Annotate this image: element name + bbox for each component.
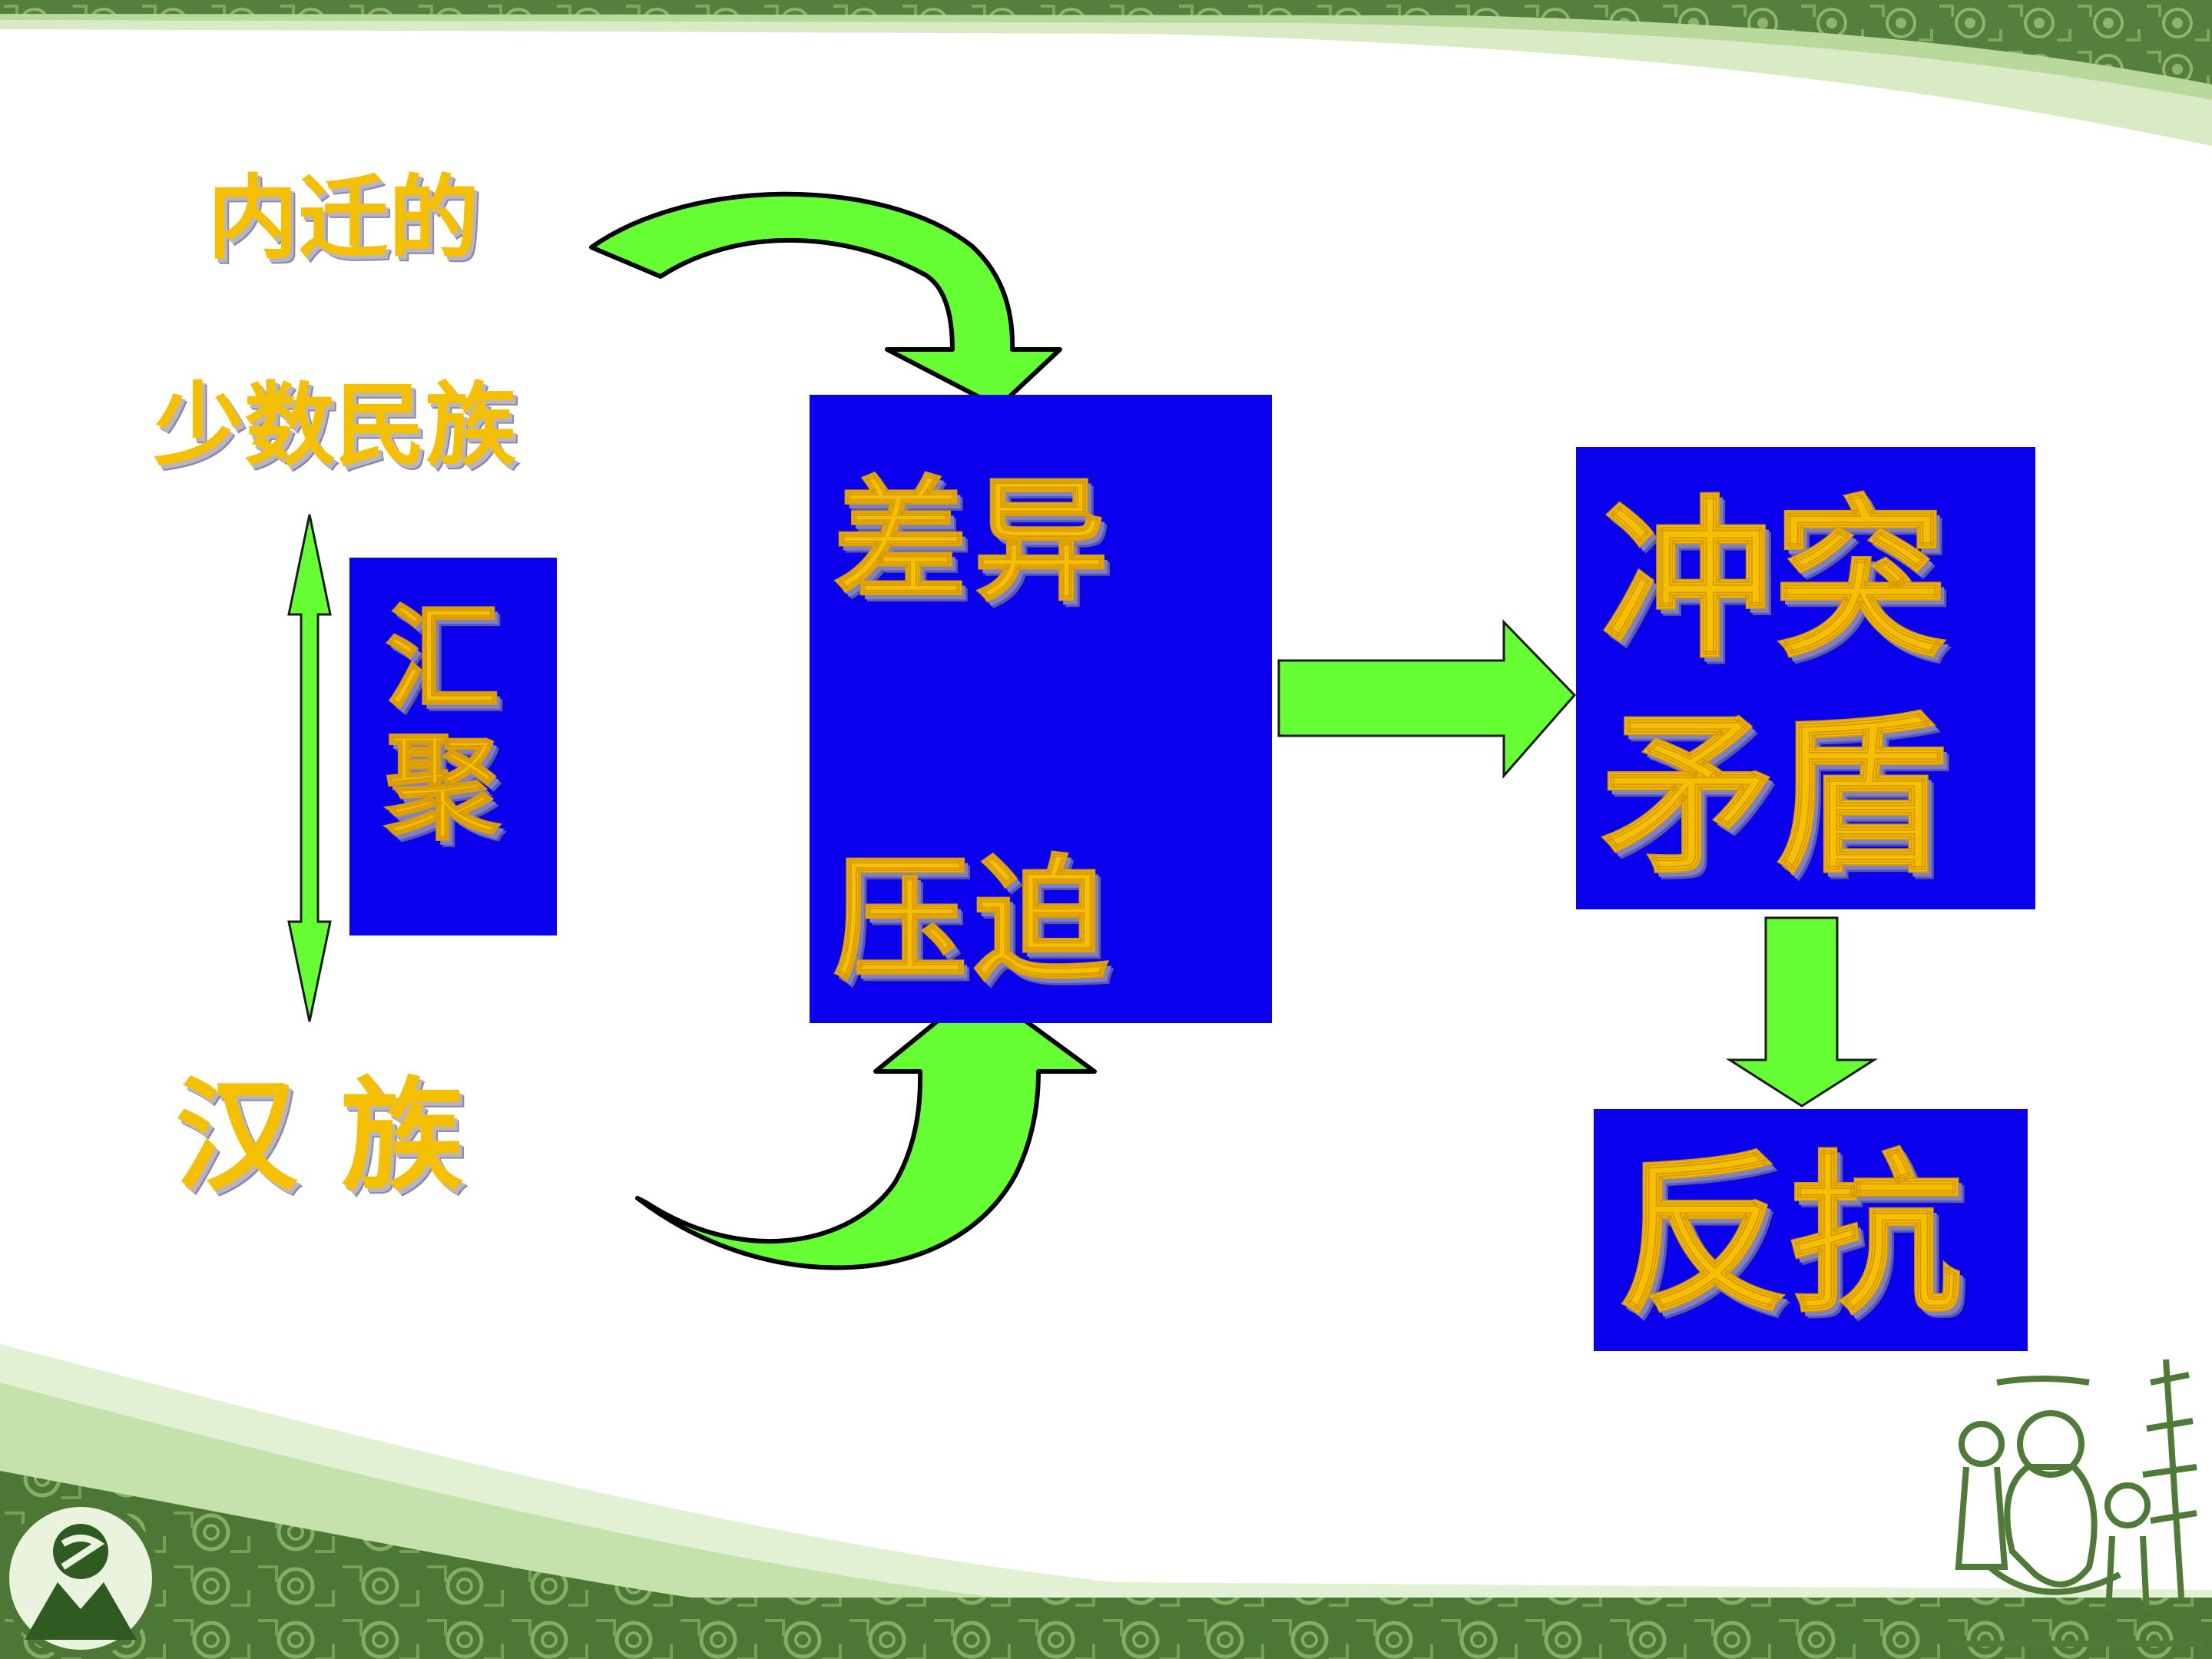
merge-box-text: 汇聚 <box>384 593 501 856</box>
conflict-box-text-contradiction: 矛盾 <box>1601 696 1948 897</box>
conflict-box-text-conflict: 冲突 <box>1601 481 1948 682</box>
resistance-box <box>1594 1109 2028 1351</box>
label-han: 汉 族 <box>175 1065 464 1208</box>
curved-arrow-top <box>589 191 1062 409</box>
label-inner-migrants: 内迁的 <box>207 165 480 271</box>
center-box-text-oppression: 压迫 <box>833 843 1114 999</box>
arrow-right <box>1277 619 1577 779</box>
conflict-box <box>1576 447 2035 909</box>
arrow-down <box>1725 916 1879 1108</box>
merge-box <box>349 558 557 935</box>
bottom-banner <box>0 1344 2212 1659</box>
merge-double-arrow <box>287 514 332 1022</box>
top-banner <box>0 0 2212 146</box>
resistance-box-text: 反抗 <box>1616 1136 1963 1337</box>
center-box-text-difference: 差异 <box>833 464 1114 620</box>
logo-badge-icon <box>2 1499 160 1657</box>
curved-arrow-bottom <box>635 985 1097 1270</box>
figures-illustration-icon <box>1951 1359 2204 1647</box>
label-ethnic-minorities: 少数民族 <box>154 373 517 478</box>
center-box <box>810 395 1272 1023</box>
